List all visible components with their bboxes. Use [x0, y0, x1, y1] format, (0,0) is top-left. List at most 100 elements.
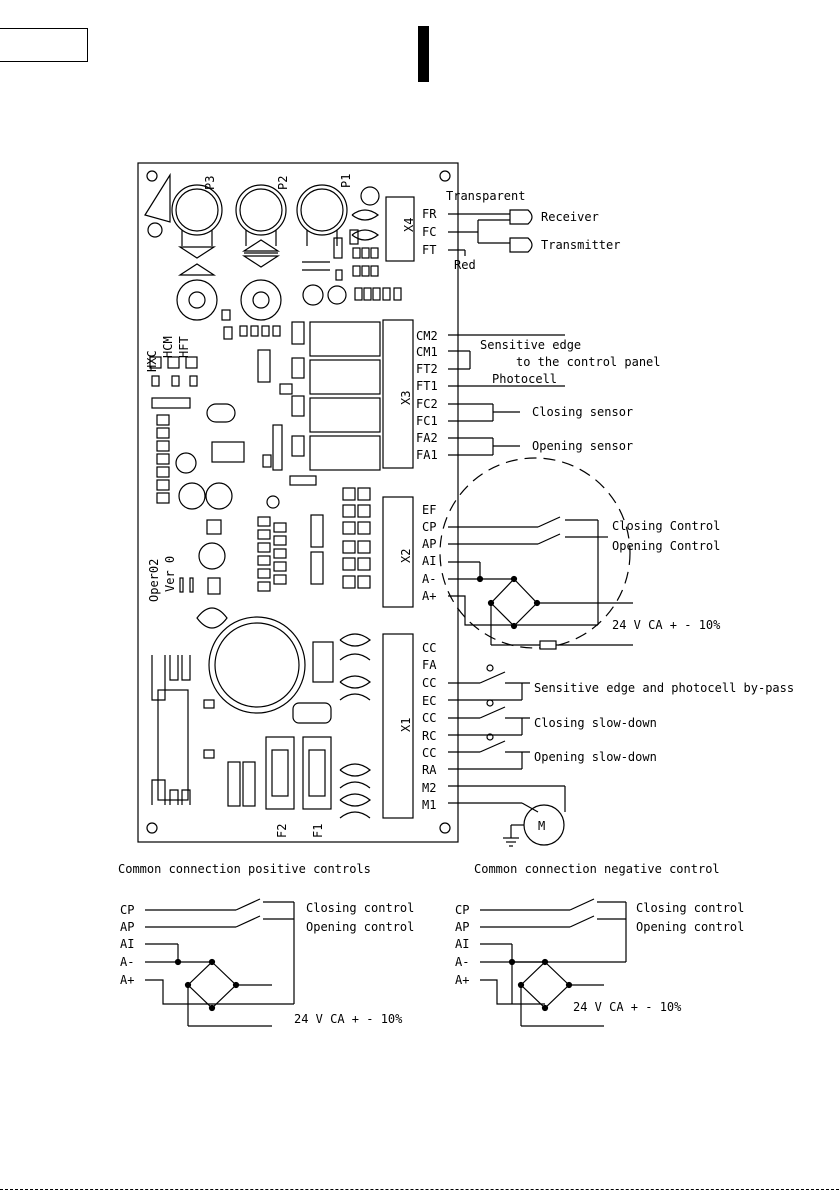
connector-x1 [382, 633, 414, 819]
capacitor-bank [257, 516, 287, 592]
relay-clips [339, 633, 371, 819]
bypass-label: Sensitive edge and photocell by-pass [534, 681, 794, 695]
connector-x2 [382, 496, 414, 608]
terminal-m1: M1 [422, 798, 436, 812]
label-p2: P2 [276, 176, 290, 190]
closing-slowdown-label: Closing slow-down [534, 716, 657, 730]
trimmer-p3 [171, 184, 223, 246]
br-terminal-cp: CP [455, 903, 469, 917]
terminal-cc: CC [422, 641, 436, 655]
pcb-outline [137, 162, 459, 843]
connector-x4 [385, 196, 415, 262]
terminal-ft2: FT2 [416, 362, 438, 376]
terminal-a-plus: A+ [422, 589, 436, 603]
bl-terminal-a-minus: A- [120, 955, 134, 969]
terminal-fc: FC [422, 225, 436, 239]
terminal-ai: AI [422, 554, 436, 568]
mount-hole [146, 822, 158, 834]
transparent-label: Transparent [446, 189, 525, 203]
label-f1: F1 [311, 824, 325, 838]
page-tab [0, 28, 88, 62]
opening-control-label: Opening Control [612, 539, 720, 553]
label-hft: HFT [177, 336, 191, 358]
photocell-label: Photocell [492, 372, 557, 386]
terminal-fc2: FC2 [416, 397, 438, 411]
terminal-cm1: CM1 [416, 345, 438, 359]
terminal-fr: FR [422, 207, 437, 221]
opening-slowdown-label: Opening slow-down [534, 750, 657, 764]
label-hcm: HCM [161, 336, 175, 358]
closing-control-label: Closing Control [612, 519, 720, 533]
terminal-ec: EC [422, 694, 436, 708]
label-p3: P3 [203, 176, 217, 190]
bl-terminal-cp: CP [120, 903, 134, 917]
dip-switches [342, 487, 371, 589]
terminal-cc: CC [422, 676, 436, 690]
mount-hole [146, 170, 158, 182]
big-capacitor [312, 641, 334, 683]
transistor [196, 607, 228, 629]
terminal-fa: FA [422, 658, 437, 672]
led-bar [156, 414, 170, 504]
mount-hole [439, 822, 451, 834]
bl-rectifier-icon [187, 961, 237, 1009]
terminal-ft1: FT1 [416, 379, 438, 393]
label-x1: X1 [399, 718, 413, 732]
terminal-fc1: FC1 [416, 414, 438, 428]
br-voltage: 24 V CA + - 10% [573, 1000, 682, 1014]
terminal-ap: AP [422, 537, 436, 551]
label-x3: X3 [399, 391, 413, 405]
knob [240, 279, 282, 321]
positive-title: Common connection positive controls [118, 862, 371, 876]
br-terminal-a-minus: A- [455, 955, 469, 969]
label-x2: X2 [399, 549, 413, 563]
br-terminal-ai: AI [455, 937, 469, 951]
bl-terminal-ai: AI [120, 937, 134, 951]
terminal-cm2: CM2 [416, 329, 438, 343]
rectifier-bridge-icon [490, 578, 538, 627]
transmitter-icon [509, 237, 533, 253]
motor-label: M [538, 819, 545, 833]
down-arrow-icon [241, 255, 281, 268]
terminal-fa2: FA2 [416, 431, 438, 445]
connector-x3 [382, 319, 414, 469]
opening-sensor-label: Opening sensor [532, 439, 633, 453]
br-rectifier-icon [520, 961, 570, 1009]
bl-voltage: 24 V CA + - 10% [294, 1012, 403, 1026]
relay [309, 435, 381, 471]
label-f2: F2 [275, 824, 289, 838]
terminal-ef: EF [422, 503, 436, 517]
relay [309, 321, 381, 357]
down-arrow-icon [177, 246, 217, 259]
fuse-f2 [265, 736, 295, 810]
terminal-cc: CC [422, 711, 436, 725]
mount-hole [439, 170, 451, 182]
terminal-rc: RC [422, 729, 436, 743]
transformer [208, 616, 306, 714]
label-x4: X4 [402, 218, 416, 232]
control-panel-label: to the control panel [516, 355, 661, 369]
terminal-m2: M2 [422, 781, 436, 795]
terminal-cc: CC [422, 746, 436, 760]
board-version: Ver 0 [163, 556, 177, 592]
bl-opening-control: Opening control [306, 920, 414, 934]
br-closing-control: Closing control [636, 901, 744, 915]
red-label: Red [454, 258, 476, 272]
board-model: Oper02 [147, 559, 161, 602]
page-edge [0, 1189, 839, 1190]
relay-clip [351, 209, 379, 241]
x2-voltage-label: 24 V CA + - 10% [612, 618, 721, 632]
br-terminal-a-plus: A+ [455, 973, 469, 987]
transmitter-label: Transmitter [541, 238, 620, 252]
receiver-label: Receiver [541, 210, 599, 224]
led-triangle [144, 172, 171, 223]
trimmer-p1 [296, 184, 348, 246]
br-terminal-ap: AP [455, 920, 469, 934]
br-opening-control: Opening control [636, 920, 744, 934]
bl-closing-control: Closing control [306, 901, 414, 915]
terminal-ft: FT [422, 243, 436, 257]
relay [309, 397, 381, 433]
bl-terminal-ap: AP [120, 920, 134, 934]
up-arrow-icon [177, 263, 217, 276]
